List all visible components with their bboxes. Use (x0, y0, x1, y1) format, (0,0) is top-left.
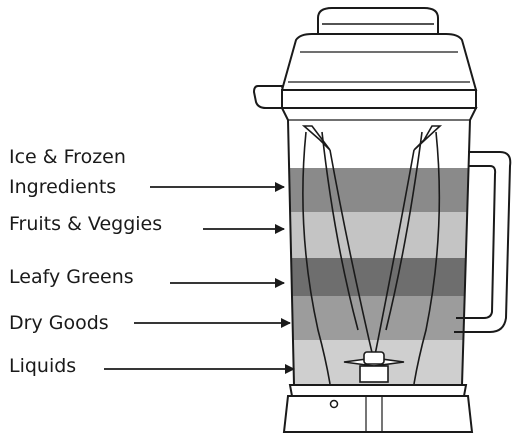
label-arrows (104, 182, 295, 374)
jar-ribs (301, 125, 443, 385)
label-liquids: Liquids (9, 355, 77, 377)
jar-rim (281, 89, 477, 109)
contents-layers (288, 120, 470, 385)
jar-handle (454, 151, 512, 333)
pour-spout (252, 85, 288, 109)
layer-leafy-greens (288, 258, 470, 296)
layer-ice-frozen (288, 168, 470, 212)
lid-cap (317, 7, 439, 35)
blade-assembly (343, 351, 405, 383)
label-ice-frozen-line2: Ingredients (9, 176, 117, 198)
empty-headspace (288, 120, 470, 168)
label-leafy-greens: Leafy Greens (9, 266, 134, 288)
layer-fruits-veggies (288, 212, 470, 258)
label-dry-goods: Dry Goods (9, 312, 109, 334)
label-fruits-veggies: Fruits & Veggies (9, 213, 163, 235)
label-ice-frozen-line1: Ice & Frozen (9, 146, 126, 168)
lid (280, 33, 478, 91)
blender-base (282, 384, 474, 433)
base-indicator (329, 399, 339, 409)
